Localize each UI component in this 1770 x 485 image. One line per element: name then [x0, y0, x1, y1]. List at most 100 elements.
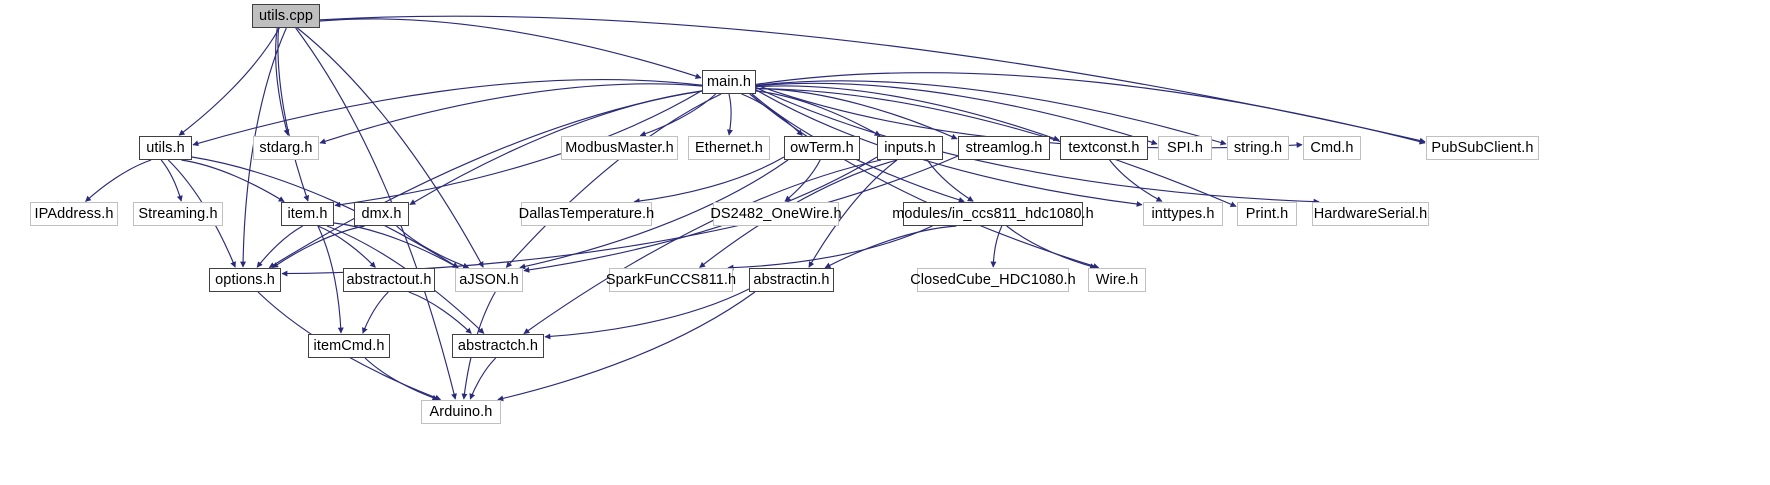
graph-node-inttypes-h[interactable]: inttypes.h: [1143, 202, 1223, 226]
graph-node-streamlog-h[interactable]: streamlog.h: [958, 136, 1050, 160]
graph-node-label: HardwareSerial.h: [1313, 205, 1428, 222]
graph-node-ajson-h[interactable]: aJSON.h: [455, 268, 523, 292]
graph-node-streaming-h[interactable]: Streaming.h: [133, 202, 223, 226]
graph-node-label: stdarg.h: [259, 139, 313, 156]
graph-node-itemcmd-h[interactable]: itemCmd.h: [308, 334, 390, 358]
graph-node-label: SPI.h: [1167, 139, 1203, 156]
graph-node-label: Arduino.h: [429, 403, 493, 420]
graph-node-label: dmx.h: [361, 205, 402, 222]
graph-edge: [824, 225, 957, 269]
graph-node-ds2482-h[interactable]: DS2482_OneWire.h: [710, 202, 842, 226]
graph-node-pubsubclient-h[interactable]: PubSubClient.h: [1426, 136, 1539, 160]
graph-node-label: options.h: [215, 271, 275, 288]
graph-node-cmd-h[interactable]: Cmd.h: [1303, 136, 1361, 160]
graph-edge: [741, 93, 803, 136]
graph-edge: [755, 72, 1426, 145]
graph-edge: [272, 225, 365, 269]
graph-edge: [408, 291, 472, 334]
graph-node-label: Cmd.h: [1310, 139, 1354, 156]
graph-edge: [523, 159, 882, 335]
graph-edge: [633, 156, 785, 205]
graph-node-label: main.h: [706, 73, 752, 90]
graph-node-abstractout-h[interactable]: abstractout.h: [343, 268, 435, 292]
graph-edge: [505, 93, 722, 268]
graph-edge: [160, 159, 183, 202]
graph-edge: [469, 357, 497, 400]
graph-node-label: DS2482_OneWire.h: [710, 205, 842, 222]
graph-node-label: ModbusMaster.h: [565, 139, 674, 156]
graph-node-hardwareserial-h[interactable]: HardwareSerial.h: [1312, 202, 1429, 226]
graph-node-label: IPAddress.h: [34, 205, 114, 222]
graph-node-mod-ccs811-h[interactable]: modules/in_ccs811_hdc1080.h: [892, 202, 1094, 226]
graph-node-ethernet-h[interactable]: Ethernet.h: [688, 136, 770, 160]
graph-node-label: modules/in_ccs811_hdc1080.h: [892, 205, 1094, 222]
graph-edge: [1109, 159, 1163, 202]
graph-node-ipaddress-h[interactable]: IPAddress.h: [30, 202, 118, 226]
graph-node-owterm-h[interactable]: owTerm.h: [784, 136, 860, 160]
graph-node-label: utils.h: [146, 139, 185, 156]
graph-node-label: item.h: [287, 205, 328, 222]
graph-edge: [749, 93, 1100, 269]
graph-node-label: utils.cpp: [258, 7, 314, 24]
graph-node-utils-cpp[interactable]: utils.cpp: [252, 4, 320, 28]
graph-node-textconst-h[interactable]: textconst.h: [1060, 136, 1148, 160]
graph-edge: [275, 27, 290, 136]
graph-node-utils-h[interactable]: utils.h: [139, 136, 192, 160]
graph-edge: [990, 225, 1003, 268]
graph-edge: [755, 82, 1158, 146]
graph-edge: [755, 85, 1060, 142]
graph-node-print-h[interactable]: Print.h: [1237, 202, 1297, 226]
graph-edge: [755, 87, 958, 140]
graph-node-modbusmaster-h[interactable]: ModbusMaster.h: [561, 136, 678, 160]
graph-edge: [333, 222, 459, 269]
graph-edge: [319, 83, 703, 145]
graph-edge: [1006, 225, 1097, 270]
graph-node-label: PubSubClient.h: [1431, 139, 1534, 156]
graph-edge: [784, 159, 821, 202]
graph-node-item-h[interactable]: item.h: [281, 202, 334, 226]
graph-node-label: DallasTemperature.h: [518, 205, 655, 222]
graph-edge: [755, 90, 881, 137]
graph-node-label: streamlog.h: [965, 139, 1043, 156]
graph-edge: [544, 288, 750, 340]
graph-edge: [727, 93, 733, 136]
graph-edge: [639, 93, 717, 137]
graph-edge: [755, 80, 1227, 146]
graph-node-dallastemp-h[interactable]: DallasTemperature.h: [519, 202, 654, 226]
graph-node-label: owTerm.h: [790, 139, 854, 156]
graph-node-label: abstractch.h: [457, 337, 539, 354]
graph-node-closedcube-h[interactable]: ClosedCube_HDC1080.h: [910, 268, 1076, 292]
graph-node-wire-h[interactable]: Wire.h: [1088, 268, 1146, 292]
graph-node-dmx-h[interactable]: dmx.h: [354, 202, 409, 226]
graph-node-main-h[interactable]: main.h: [702, 70, 756, 94]
graph-node-label: Streaming.h: [138, 205, 218, 222]
graph-node-sparkfunccs-h[interactable]: SparkFunCCS811.h: [606, 268, 736, 292]
graph-node-label: Print.h: [1245, 205, 1289, 222]
graph-node-label: string.h: [1233, 139, 1283, 156]
graph-edge: [181, 159, 285, 203]
graph-node-options-h[interactable]: options.h: [209, 268, 281, 292]
graph-edge: [362, 291, 389, 334]
graph-edge: [317, 225, 344, 334]
graph-node-arduino-h[interactable]: Arduino.h: [421, 400, 501, 424]
graph-edge: [319, 15, 1426, 144]
graph-node-label: inputs.h: [884, 139, 936, 156]
graph-edge: [396, 225, 470, 269]
graph-node-abstractch-h[interactable]: abstractch.h: [452, 334, 544, 358]
graph-edge: [926, 159, 974, 202]
graph-edge: [268, 90, 703, 269]
graph-node-label: abstractout.h: [346, 271, 432, 288]
graph-node-label: aJSON.h: [459, 271, 519, 288]
graph-node-spi-h[interactable]: SPI.h: [1158, 136, 1212, 160]
graph-edge: [727, 225, 933, 271]
graph-node-abstractin-h[interactable]: abstractin.h: [749, 268, 834, 292]
graph-node-label: abstractin.h: [753, 271, 830, 288]
graph-edge: [297, 27, 484, 268]
graph-node-stdarg-h[interactable]: stdarg.h: [253, 136, 319, 160]
graph-edge: [317, 225, 376, 268]
graph-node-string-h[interactable]: string.h: [1227, 136, 1289, 160]
graph-node-inputs-h[interactable]: inputs.h: [877, 136, 943, 160]
graph-node-label: Ethernet.h: [695, 139, 763, 156]
graph-edge: [319, 18, 702, 79]
